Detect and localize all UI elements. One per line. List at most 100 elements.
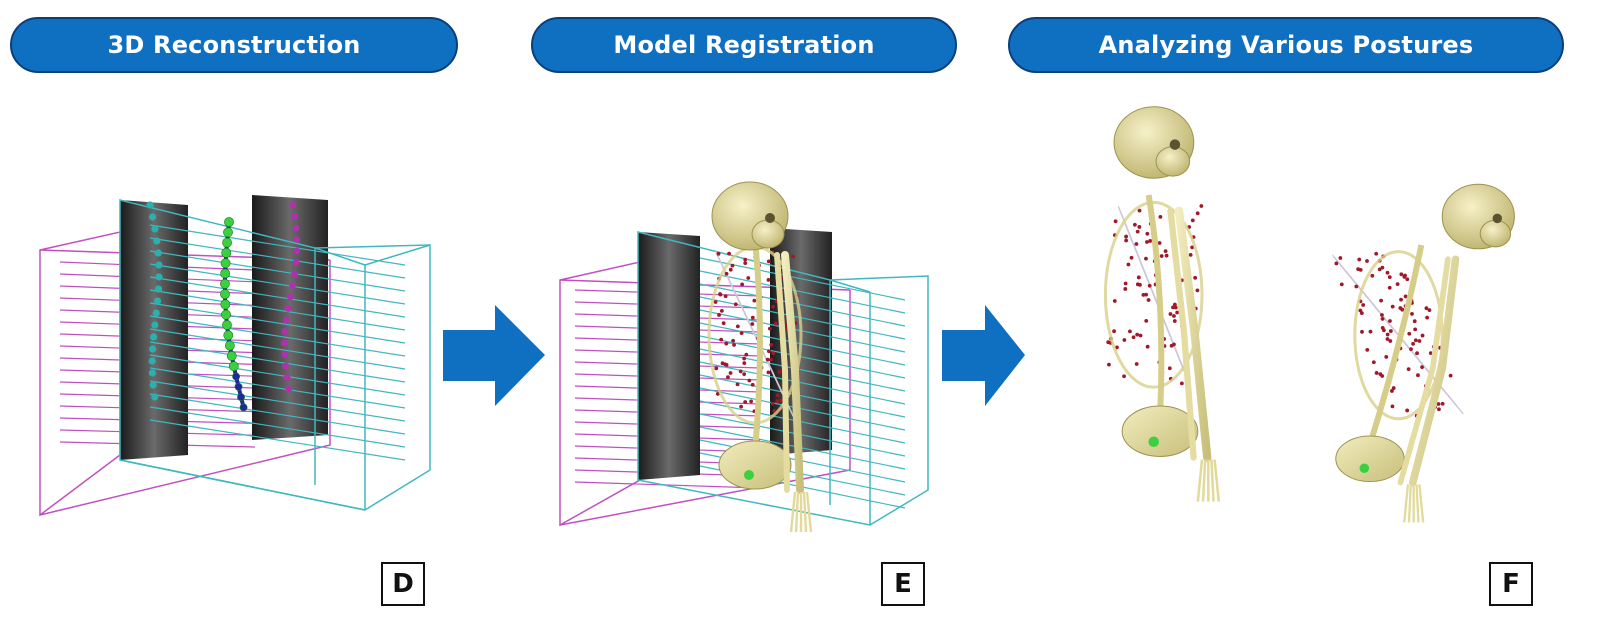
- muscle-attachment-dot: [1147, 298, 1151, 302]
- muscle-attachment-dot: [767, 349, 771, 353]
- vertebra-node: [237, 394, 244, 401]
- muscle-attachment-dot: [1386, 271, 1390, 275]
- frontal-landmark-dot: [153, 237, 160, 244]
- muscle-attachment-dot: [1172, 314, 1176, 318]
- finger-bone: [807, 492, 811, 532]
- muscle-attachment-dot: [1407, 367, 1411, 371]
- muscle-attachment-dot: [1138, 283, 1142, 287]
- eye-socket: [1493, 214, 1503, 224]
- eye-socket: [765, 213, 775, 223]
- arrow-right-icon: [942, 305, 1025, 406]
- muscle-attachment-dot: [731, 264, 735, 268]
- vertebra-node: [221, 269, 230, 278]
- frontal-landmark-dot: [149, 345, 156, 352]
- muscle-attachment-dot: [1113, 299, 1117, 303]
- muscle-attachment-dot: [729, 268, 733, 272]
- muscle-attachment-dot: [721, 361, 725, 365]
- muscle-attachment-dot: [1405, 409, 1409, 413]
- muscle-attachment-dot: [1384, 355, 1388, 359]
- lateral-landmark-dot: [285, 386, 292, 393]
- muscle-attachment-dot: [1144, 293, 1148, 297]
- muscle-attachment-dot: [767, 278, 771, 282]
- frontal-landmark-dot: [150, 381, 157, 388]
- muscle-attachment-dot: [1145, 240, 1149, 244]
- muscle-attachment-dot: [1378, 268, 1382, 272]
- pelvis: [1336, 436, 1404, 482]
- panel-e-registration: [560, 182, 928, 532]
- muscle-attachment-dot: [719, 338, 723, 342]
- lateral-landmark-dot: [290, 202, 297, 209]
- vertebra-node: [221, 310, 230, 319]
- jaw: [752, 220, 784, 248]
- vertebra-node: [224, 217, 233, 226]
- muscle-attachment-dot: [1410, 312, 1414, 316]
- muscle-attachment-dot: [1388, 275, 1392, 279]
- lateral-landmark-dot: [293, 259, 300, 266]
- muscle-attachment-dot: [778, 370, 782, 374]
- muscle-attachment-dot: [747, 379, 751, 383]
- muscle-attachment-dot: [739, 405, 743, 409]
- lateral-landmark-dot: [285, 305, 292, 312]
- muscle-attachment-dot: [1138, 209, 1142, 213]
- muscle-attachment-dot: [1365, 259, 1369, 263]
- muscle-attachment-dot: [724, 294, 728, 298]
- panel-label-f: F: [1489, 562, 1533, 606]
- hip-joint-marker: [1148, 437, 1159, 448]
- muscle-attachment-dot: [1340, 282, 1344, 286]
- muscle-attachment-dot: [1159, 215, 1163, 219]
- muscle-attachment-dot: [1193, 276, 1197, 280]
- muscle-attachment-dot: [767, 370, 771, 374]
- vertebra-node: [220, 279, 229, 288]
- vertebra-node: [225, 341, 234, 350]
- muscle-attachment-dot: [1135, 362, 1139, 366]
- muscle-attachment-dot: [1365, 348, 1369, 352]
- muscle-attachment-dot: [1112, 329, 1116, 333]
- muscle-attachment-dot: [722, 321, 726, 325]
- pelvis: [719, 441, 791, 489]
- muscle-attachment-dot: [771, 305, 775, 309]
- muscle-attachment-dot: [1449, 374, 1453, 378]
- muscle-attachment-dot: [1369, 330, 1373, 334]
- muscle-attachment-dot: [1396, 282, 1400, 286]
- muscle-attachment-dot: [1388, 339, 1392, 343]
- muscle-attachment-dot: [725, 363, 729, 367]
- pelvis: [1122, 406, 1198, 456]
- frontal-landmark-dot: [151, 393, 158, 400]
- muscle-attachment-dot: [1132, 335, 1136, 339]
- vertebra-node: [221, 259, 230, 268]
- frontal-landmark-dot: [149, 213, 156, 220]
- finger-bone: [1404, 484, 1408, 522]
- muscle-attachment-dot: [1180, 381, 1184, 385]
- muscle-attachment-dot: [1133, 223, 1137, 227]
- lateral-landmark-dot: [281, 340, 288, 347]
- muscle-attachment-dot: [1381, 317, 1385, 321]
- vertebra-node: [220, 290, 229, 299]
- muscle-attachment-dot: [746, 276, 750, 280]
- lateral-landmark-dot: [282, 363, 289, 370]
- upright-posture-skeleton: [1105, 107, 1218, 502]
- spine: [1149, 195, 1162, 416]
- muscle-attachment-dot: [1381, 326, 1385, 330]
- muscle-attachment-dot: [1199, 204, 1203, 208]
- muscle-attachment-dot: [742, 357, 746, 361]
- muscle-attachment-dot: [732, 343, 736, 347]
- muscle-attachment-dot: [1124, 282, 1128, 286]
- muscle-attachment-dot: [1391, 305, 1395, 309]
- vertebra-node: [229, 362, 238, 371]
- muscle-attachment-dot: [1437, 407, 1441, 411]
- arrow-right-icon: [443, 305, 545, 406]
- muscle-attachment-dot: [771, 402, 775, 406]
- muscle-attachment-dot: [1399, 298, 1403, 302]
- finger-bone: [1198, 460, 1202, 502]
- panel-f-postures: [1105, 107, 1514, 523]
- muscle-attachment-dot: [1122, 338, 1126, 342]
- finger-bone: [1211, 460, 1213, 502]
- muscle-attachment-dot: [719, 293, 723, 297]
- muscle-attachment-dot: [751, 316, 755, 320]
- muscle-attachment-dot: [1389, 329, 1393, 333]
- muscle-attachment-dot: [729, 371, 733, 375]
- finger-bone: [1203, 460, 1205, 502]
- muscle-attachment-dot: [1386, 333, 1390, 337]
- finger-bone: [796, 492, 798, 532]
- vertebra-node: [222, 238, 231, 247]
